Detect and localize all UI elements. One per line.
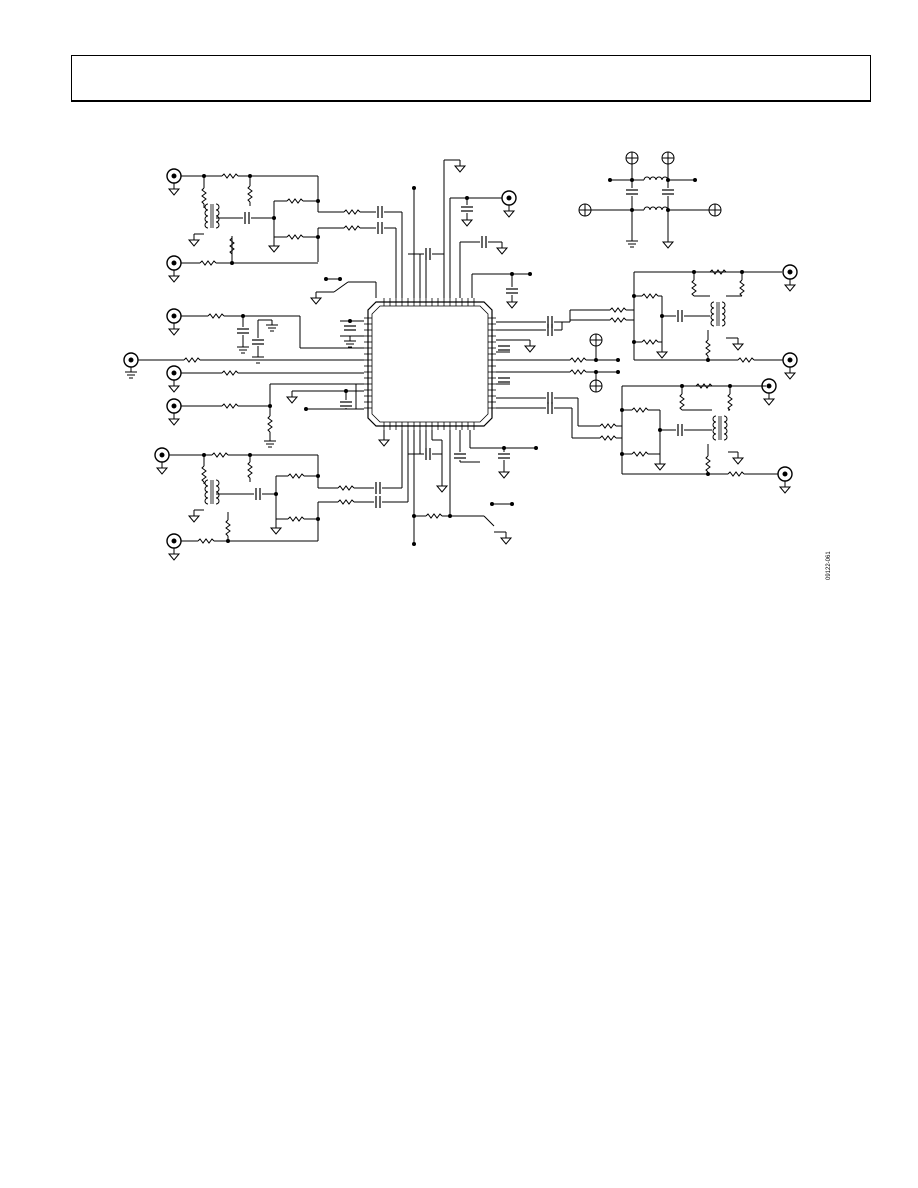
output-network-lower-right	[496, 378, 793, 494]
top-center-network	[408, 159, 530, 309]
bottom-center-network	[378, 430, 536, 545]
junction-dots	[202, 174, 744, 546]
left-mid-network	[123, 278, 377, 448]
ic-chip	[364, 298, 496, 430]
output-network-upper-right	[496, 264, 798, 380]
page-header-box	[71, 55, 871, 102]
right-mid-network	[496, 333, 618, 393]
input-network-bottom-left	[154, 430, 409, 561]
supply-filter-network	[578, 151, 722, 249]
input-network-top-left	[166, 168, 403, 298]
figure-id-label: 09122-061	[826, 551, 832, 580]
